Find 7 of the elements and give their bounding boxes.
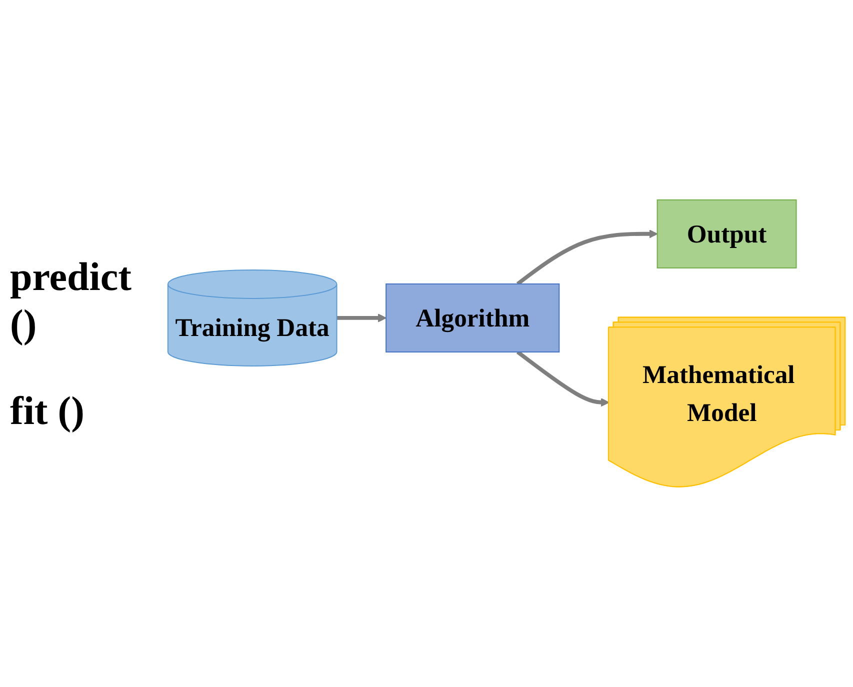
arrow — [336, 314, 386, 322]
arrow — [516, 350, 610, 407]
function-label: fit () — [10, 387, 86, 434]
arrow — [516, 230, 658, 286]
node-box: Algorithm — [386, 284, 560, 353]
node-box: Output — [656, 200, 797, 269]
function-label: predict () — [10, 253, 132, 347]
